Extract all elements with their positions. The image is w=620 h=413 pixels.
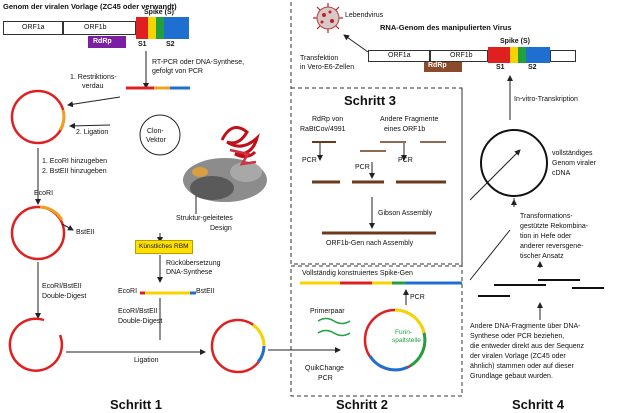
rdrp-from-label-2: RaBtCov/4991 <box>300 126 346 133</box>
cdna-label-3: cDNA <box>552 170 571 177</box>
cdna-label-2: Genom viraler <box>552 160 596 167</box>
spike-label: Spike (S) <box>144 9 174 16</box>
pcr-label-c: PCR <box>398 157 413 164</box>
right-s2-label: S2 <box>528 64 537 71</box>
furin-label-2: spaltstelle <box>392 337 421 344</box>
step1-title: Schritt 1 <box>110 397 163 412</box>
quikchange-label-2: PCR <box>318 375 333 382</box>
orf1b-label: ORF1b <box>84 24 107 31</box>
left-genome-title: Genom der viralen Vorlage (ZC45 oder ver… <box>3 2 177 11</box>
primer-label: Primerpaar <box>310 308 345 315</box>
other-dna-label-3: die entweder direkt aus der Sequenz <box>470 343 585 350</box>
step2-title: Schritt 2 <box>336 397 389 412</box>
step4-title: Schritt 4 <box>512 397 565 412</box>
rueck-label-1: Rückübersetzung <box>166 260 221 267</box>
restriction-label-1: 1. Restriktions- <box>70 74 117 81</box>
quikchange-label-1: QuikChange <box>305 365 344 372</box>
rtpcr-label-1: RT-PCR oder DNA-Synthese, <box>152 59 245 66</box>
rdrp-from-label-1: RdRp von <box>312 116 344 123</box>
rtpcr-label-2: gefolgt von PCR <box>152 68 203 75</box>
pcr-label-b: PCR <box>355 164 370 171</box>
gibson-label: Gibson Assembly <box>378 210 433 217</box>
transfect-label-2: in Vero-E6-Zellen <box>300 64 355 71</box>
right-orf1a-label: ORF1a <box>388 52 411 59</box>
right-rdrp-label: RdRp <box>428 62 447 69</box>
restriction-label-2: verdau <box>82 83 104 90</box>
right-genome-title: RNA-Genom des manipulierten Virus <box>380 23 512 32</box>
other-dna-label-6: Grundlage gebaut wurden. <box>470 373 553 380</box>
digest-label-1b: Double-Digest <box>42 293 87 300</box>
clon-vektor-label-1: Clon- <box>147 128 164 135</box>
bsteii-add-label: 2. BstEII hinzugeben <box>42 168 107 175</box>
right-s1-label: S1 <box>496 64 505 71</box>
right-orf1b-label: ORF1b <box>450 52 473 59</box>
other-dna-label-2: Synthese oder PCR beziehen, <box>470 333 565 340</box>
struct-label-2: Design <box>210 225 232 232</box>
rbm-badge: Künstliches RBM <box>135 240 193 254</box>
struct-label-1: Struktur-geleitetes <box>176 215 233 222</box>
transform-label-2: gestützte Rekombina- <box>520 223 589 230</box>
clon-vektor-label-2: Vektor <box>146 137 166 144</box>
bsteii-label-1: BstEII <box>76 229 95 236</box>
orf1a-label: ORF1a <box>22 24 45 31</box>
ligation-label-1: 2. Ligation <box>76 129 109 136</box>
transfect-label-1: Transfektion <box>300 55 339 62</box>
right-orf1a-box <box>368 50 430 62</box>
transform-label-5: tischer Ansatz <box>520 253 564 260</box>
orf1a-box <box>3 21 63 35</box>
transform-label-4: anderer reversgene- <box>520 243 584 250</box>
orf1b-gene-label: ORF1b-Gen nach Assembly <box>326 240 414 247</box>
transform-label-3: tion in Hefe oder <box>520 233 572 240</box>
digest-label-1a: EcoRI/BstEII <box>42 283 82 290</box>
rueck-label-2: DNA-Synthese <box>166 269 213 276</box>
invitro-label: In-vitro-Transkription <box>514 96 578 103</box>
step2-frame <box>290 265 463 397</box>
s1-label: S1 <box>138 41 147 48</box>
transform-label-1: Transformations- <box>520 213 573 220</box>
pcr-label-d: PCR <box>410 294 425 301</box>
other-dna-label-5: ähnlich) stammen oder auf dieser <box>470 363 574 370</box>
step3-title: Schritt 3 <box>344 93 397 108</box>
rdrp-box <box>88 36 126 48</box>
s2-label: S2 <box>166 41 175 48</box>
live-virus-label: Lebendvirus <box>345 12 384 19</box>
right-orf1b-box <box>430 50 488 62</box>
spike-full-label: Vollständig konstruiertes Spike-Gen <box>302 270 413 277</box>
ecori-label-2: EcoRI <box>118 288 138 295</box>
other-frag-label-2: eines ORF1b <box>384 126 426 133</box>
right-spike-label: Spike (S) <box>500 38 530 45</box>
furin-label-1: Furin- <box>395 329 412 336</box>
ecori-label-1: EcoRI <box>34 190 54 197</box>
other-frag-label-1: Andere Fragmente <box>380 116 439 123</box>
orf1b-box <box>63 21 136 35</box>
protein-structure-image <box>183 126 267 202</box>
digest-label-2a: EcoRI/BstEII <box>118 308 158 315</box>
other-dna-label-4: der viralen Vorlage (ZC45 oder <box>470 353 566 360</box>
virus-image <box>313 3 343 33</box>
pcr-label-a: PCR <box>302 157 317 164</box>
other-dna-label-1: Andere DNA-Fragmente über DNA- <box>470 323 581 330</box>
bsteii-label-2: BstEII <box>196 288 215 295</box>
digest-label-2b: Double-Digest <box>118 318 163 325</box>
step3-frame <box>290 87 463 265</box>
ecori-add-label: 1. EcoRI hinzugeben <box>42 158 107 165</box>
rdrp-label: RdRp <box>93 38 112 45</box>
ligation-label-2: Ligation <box>134 357 159 364</box>
cdna-label-1: vollständiges <box>552 150 593 157</box>
spike-s2-blue <box>164 17 189 39</box>
right-tail-box <box>550 50 576 62</box>
